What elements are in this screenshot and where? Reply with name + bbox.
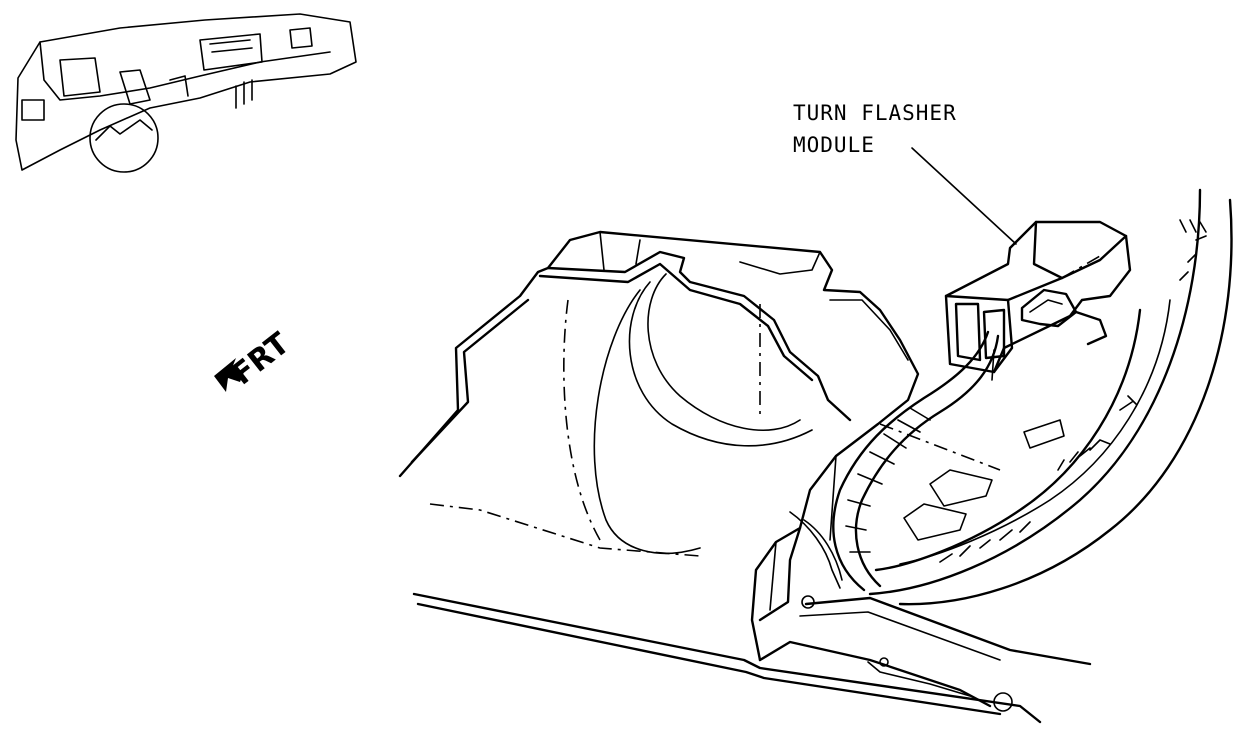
callout-line-2: MODULE <box>793 133 875 157</box>
callout-line-1: TURN FLASHER <box>793 101 957 125</box>
lower-support-rail <box>412 592 1092 724</box>
component-callout: TURN FLASHER MODULE <box>793 101 1017 245</box>
detail-circle <box>89 103 159 173</box>
leader-line <box>911 147 1017 245</box>
dash-panel-edge <box>868 188 1233 606</box>
mounting-hole-small <box>879 657 889 667</box>
frt-label: FRT <box>225 326 296 393</box>
bolt-hole <box>801 595 815 609</box>
mounting-hole <box>993 692 1013 712</box>
wiring-harness <box>789 330 1000 592</box>
arrow-left-icon <box>214 358 244 392</box>
locator-thumbnail <box>15 13 357 173</box>
front-direction-indicator: FRT <box>214 326 297 393</box>
steering-column-bracket <box>398 230 1001 662</box>
turn-flasher-module <box>944 220 1132 374</box>
